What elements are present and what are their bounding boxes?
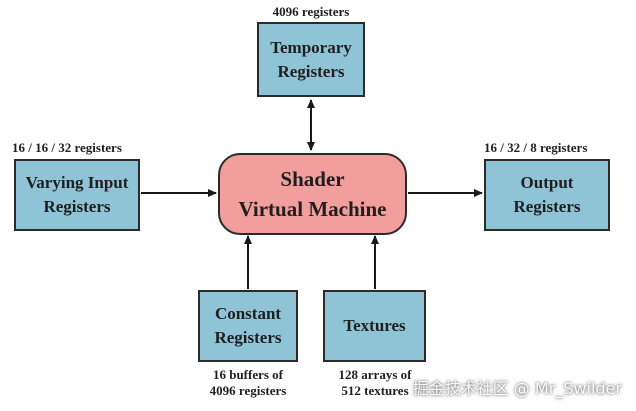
constant-caption: 16 buffers of 4096 registers	[210, 367, 287, 399]
output-registers-box: Output Registers	[484, 159, 610, 231]
textures-box: Textures	[323, 290, 426, 362]
textures-caption-line1: 128 arrays of	[338, 367, 412, 382]
textures-label: Textures	[343, 316, 406, 335]
constant-line1: Constant	[214, 304, 282, 323]
constant-line2: Registers	[214, 328, 282, 347]
output-line2: Registers	[513, 197, 581, 216]
textures-caption: 128 arrays of 512 textures	[339, 367, 412, 399]
varying-line2: Registers	[43, 197, 111, 216]
temporary-line1: Temporary	[270, 37, 352, 57]
temporary-line2: Registers	[277, 61, 345, 81]
constant-caption-line1: 16 buffers of	[212, 367, 284, 382]
varying-line1: Varying Input	[25, 173, 129, 192]
shader-virtual-machine-box: Shader Virtual Machine	[218, 153, 407, 235]
constant-registers-box: Constant Registers	[198, 290, 298, 362]
textures-caption-line2: 512 textures	[341, 383, 409, 398]
shader-line1: Shader	[280, 167, 345, 191]
watermark: 掘金技术社区 @ Mr_Swilder	[412, 379, 622, 398]
varying-input-registers-box: Varying Input Registers	[14, 159, 140, 231]
constant-caption-line2: 4096 registers	[209, 383, 287, 398]
output-line1: Output	[520, 173, 574, 192]
varying-caption: 16 / 16 / 32 registers	[12, 140, 122, 155]
output-caption: 16 / 32 / 8 registers	[484, 140, 588, 155]
shader-line2: Virtual Machine	[238, 197, 387, 221]
temporary-registers-box: Temporary Registers	[257, 22, 365, 97]
temporary-caption: 4096 registers	[272, 4, 350, 19]
